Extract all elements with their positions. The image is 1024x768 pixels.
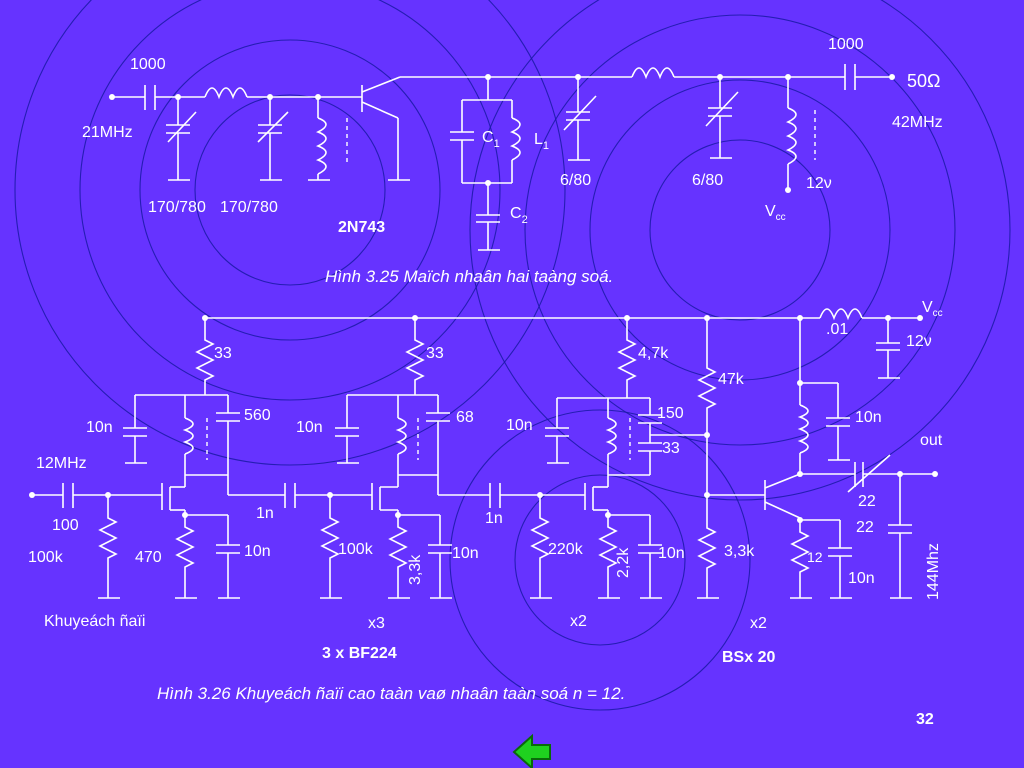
fig1-freq-in-label: 21MHz xyxy=(82,124,133,141)
fig2-x2b-label: x2 xyxy=(750,615,767,632)
fig1-load-label: 50Ω xyxy=(907,71,940,91)
fig2-r3-3k-label: 3,3k xyxy=(407,554,424,585)
fig1-c-out-label: 1000 xyxy=(828,36,864,53)
fig1-trimmer1-label: 170/780 xyxy=(148,199,206,216)
fig2-c10n-4-label: 10n xyxy=(855,409,882,426)
fig2-c1n-b-label: 1n xyxy=(485,510,503,527)
fig2-stage-label: Khuyeách ñaïi xyxy=(44,613,145,630)
fig1-c-in-label: 1000 xyxy=(130,56,166,73)
fig2-r100k-in-label: 100k xyxy=(28,549,64,566)
fig2-r12-label: 12 xyxy=(807,549,823,565)
fig2-r47k-label: 47k xyxy=(718,371,745,388)
fig2-r33b-label: 33 xyxy=(426,345,444,362)
fig2-r470-label: 470 xyxy=(135,549,162,566)
fig2-x3-label: x3 xyxy=(368,615,385,632)
fig2-c560-label: 560 xyxy=(244,407,271,424)
fig2-c10n-s4-label: 10n xyxy=(848,570,875,587)
fig2-vcc-label: Vcc xyxy=(922,299,943,319)
fig1-freq-out-label: 42MHz xyxy=(892,114,943,131)
green-left-arrow-icon[interactable] xyxy=(512,733,554,768)
fig2-r100k-label: 100k xyxy=(338,541,374,558)
background-rings xyxy=(14,0,1011,711)
fig2-choke-top-label: 12ν xyxy=(906,333,932,350)
fig2-r33a-label: 33 xyxy=(214,345,232,362)
fig2-c10n-s2-label: 10n xyxy=(452,545,479,562)
fig1-trimmer2-label: 170/780 xyxy=(220,199,278,216)
figure-3-25: 1000 1000 21MHz 42MHz 50Ω 170/780 170/78… xyxy=(82,36,943,286)
fig2-fet-label: 3 x BF224 xyxy=(322,645,397,662)
fig1-trimmer3-label: 6/80 xyxy=(560,172,591,189)
fig2-c10n-2-label: 10n xyxy=(296,419,323,436)
fig2-c68-label: 68 xyxy=(456,409,474,426)
fig1-trimmer4-label: 6/80 xyxy=(692,172,723,189)
fig2-c33-label: 33 xyxy=(662,440,680,457)
fig2-c10n-3-label: 10n xyxy=(506,417,533,434)
page-number: 32 xyxy=(916,711,934,728)
figure-3-26: Vcc .01 12ν 33 33 4,7k 47k 560 68 150 33… xyxy=(28,299,943,703)
fig2-bjt-label: BSx 20 xyxy=(722,649,775,666)
fig2-c10n-1-label: 10n xyxy=(86,419,113,436)
fig2-r3-3k-b-label: 3,3k xyxy=(724,543,755,560)
fig1-c1-label: C1 xyxy=(482,129,500,150)
fig1-vcc-label: Vcc xyxy=(765,203,786,223)
fig2-c150-label: 150 xyxy=(657,405,684,422)
fig2-r2-2k-label: 2,2k xyxy=(615,547,632,578)
fig2-r4-7k-label: 4,7k xyxy=(638,345,669,362)
fig1-choke-label: 12ν xyxy=(806,175,832,192)
fig2-c1n-a-label: 1n xyxy=(256,505,274,522)
fig2-out-label: out xyxy=(920,432,943,449)
fig1-c2-label: C2 xyxy=(510,205,528,226)
fig2-c-top-label: .01 xyxy=(826,321,848,338)
fig1-transistor-label: 2N743 xyxy=(338,219,385,236)
fig2-freq-out-label: 144Mhz xyxy=(925,543,942,600)
fig2-c10n-s1-label: 10n xyxy=(244,543,271,560)
fig2-x2a-label: x2 xyxy=(570,613,587,630)
fig1-caption: Hình 3.25 Maïch nhaân hai taàng soá. xyxy=(325,267,613,286)
fig2-trimmer22-label: 22 xyxy=(858,493,876,510)
fig2-c10n-s3-label: 10n xyxy=(658,545,685,562)
fig2-c22-label: 22 xyxy=(856,519,874,536)
fig2-caption: Hình 3.26 Khuyeách ñaïi cao taàn vaø nha… xyxy=(157,684,625,703)
fig1-l1-label: L1 xyxy=(534,131,549,152)
fig2-freq-in-label: 12MHz xyxy=(36,455,87,472)
fig2-r220k-label: 220k xyxy=(548,541,584,558)
fig2-c100-label: 100 xyxy=(52,517,79,534)
